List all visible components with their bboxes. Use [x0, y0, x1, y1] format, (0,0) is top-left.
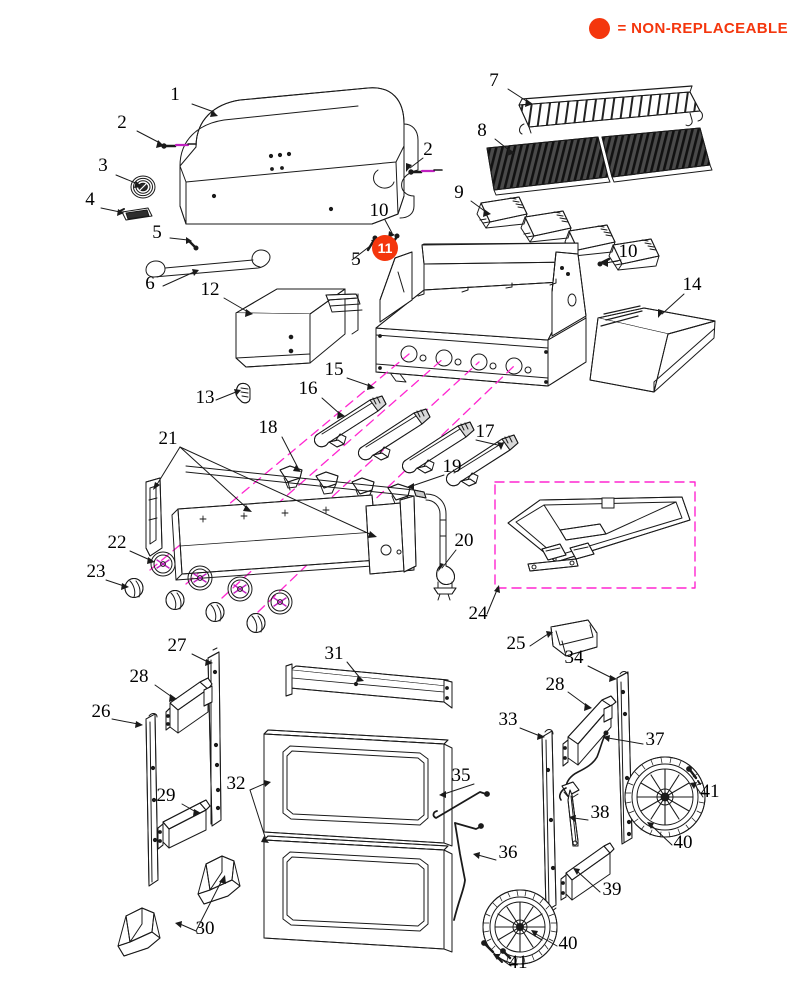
callout-number-igniter-wire: 18: [259, 417, 278, 438]
callout-number-electrode: 17: [476, 421, 495, 442]
part-igniter-rod: [559, 730, 609, 801]
callout-number-handle-screw-right: 5: [351, 249, 361, 270]
non-replaceable-dot-icon: [589, 18, 611, 39]
part-top-crossbar: [285, 663, 453, 709]
callout-number-left-side-shelf: 12: [201, 279, 220, 300]
part-logo-nameplate: [119, 207, 153, 221]
callout-number-grease-tray-assembly: 24: [469, 603, 489, 624]
callout-number-hood-screw-right: 2: [423, 139, 433, 160]
callout-number-burner-tube: 16: [299, 378, 318, 399]
part-grease-cup: [550, 619, 598, 657]
callout-number-axle-bolt-right: 41: [701, 781, 720, 802]
part-regulator-hose: [425, 493, 457, 601]
callout-number-right-lower-brace: 39: [603, 879, 622, 900]
callout-number-cooking-grate: 8: [477, 120, 487, 141]
part-grease-tray-assembly: [494, 481, 696, 589]
callout-number-knob-bezel: 22: [108, 532, 127, 553]
callout-number-grease-cup: 25: [507, 633, 526, 654]
callout-number-right-upper-brace: 28: [546, 674, 565, 695]
callout-number-control-panel: 21: [159, 428, 178, 449]
part-burner-tube: [314, 395, 519, 487]
part-leg-foot: [117, 855, 241, 957]
part-axle-bolt-left: [481, 940, 512, 963]
callout-number-firebox-body: 15: [325, 359, 344, 380]
part-left-front-leg: [145, 713, 159, 887]
callout-number-left-front-leg: 26: [92, 701, 111, 722]
part-shelf-bracket-clip: [235, 382, 251, 404]
callout-number-shelf-bracket-clip: 13: [196, 387, 215, 408]
callout-number-regulator-hose: 20: [455, 530, 474, 551]
part-warming-rack: [518, 85, 703, 135]
callout-number-igniter-rod: 37: [646, 729, 665, 750]
callout-leader-lines: [100, 88, 704, 967]
part-left-side-shelf: [235, 288, 363, 368]
part-firebox-screw-right: [597, 257, 611, 267]
callout-number-firebox-screw-right: 10: [619, 241, 638, 262]
legend: = NON-REPLACEABLE: [589, 18, 788, 39]
callout-number-warming-rack: 7: [489, 70, 499, 91]
callout-number-left-rear-leg: 27: [168, 635, 187, 656]
callout-number-group: 1223455678910101213141516171819202122232…: [85, 70, 719, 973]
part-right-side-shelf: [589, 305, 716, 393]
part-right-rear-leg: [616, 671, 633, 845]
callout-number-hood-screw-left: 2: [117, 112, 127, 133]
callout-number-handle-screw-left: 5: [152, 222, 162, 243]
callout-number-left-lower-brace: 29: [157, 785, 176, 806]
callout-number-grill-hood: 1: [170, 84, 180, 105]
part-temperature-gauge: [130, 175, 156, 199]
legend-label: = NON-REPLACEABLE: [617, 20, 788, 37]
callout-number-leg-foot: 30: [196, 918, 215, 939]
callout-number-latch-rod: 38: [591, 802, 610, 823]
assembly-alignment-lines: [149, 353, 515, 613]
part-door-rod-lower: [453, 822, 484, 921]
callout-number-top-crossbar: 31: [325, 643, 344, 664]
part-right-front-leg: [541, 729, 557, 913]
part-right-upper-brace: [562, 695, 617, 767]
callout-number-logo-nameplate: 4: [85, 189, 95, 210]
part-grill-hood: [179, 87, 419, 225]
part-cooking-grate: [486, 127, 713, 196]
part-wheel-right: [624, 756, 706, 838]
non-replaceable-badge-11: 11: [372, 235, 398, 261]
callout-number-heat-tent: 9: [454, 182, 464, 203]
callout-number-gas-valve: 19: [443, 456, 462, 477]
part-cart-door-panel: [263, 729, 453, 953]
part-knob-bezel: [150, 551, 293, 615]
callout-number-door-rod-lower: 36: [499, 842, 518, 863]
callout-number-firebox-screw-left: 10: [370, 200, 389, 221]
callout-number-hood-handle: 6: [145, 273, 155, 294]
part-left-rear-leg: [207, 647, 222, 827]
callout-number-cart-door-panel: 32: [227, 773, 246, 794]
callout-number-wheel-right: 40: [674, 832, 693, 853]
part-door-rod-upper: [432, 791, 490, 819]
callout-number-right-side-shelf: 14: [683, 274, 703, 295]
part-axle-bolt-right: [686, 766, 701, 785]
part-control-knob: [124, 578, 266, 633]
part-hood-screw-right: [408, 169, 443, 175]
callout-number-temperature-gauge: 3: [98, 155, 108, 176]
callout-number-axle-bolt-left: 41: [509, 952, 528, 973]
callout-number-left-upper-brace: 28: [130, 666, 149, 687]
part-hood-handle: [145, 249, 271, 278]
callout-number-door-rod-upper: 35: [452, 765, 471, 786]
callout-number-control-knob: 23: [87, 561, 106, 582]
part-left-upper-brace: [165, 677, 213, 734]
part-firebox-body: [375, 242, 587, 387]
callout-number-wheel-left: 40: [559, 933, 578, 954]
part-left-lower-brace: [157, 799, 211, 850]
callout-number-right-front-leg: 33: [499, 709, 518, 730]
part-heat-tent: [476, 196, 660, 271]
part-gas-valve: [185, 465, 427, 507]
callout-number-right-rear-leg: 34: [565, 647, 585, 668]
part-hood-screw-left: [161, 143, 197, 149]
